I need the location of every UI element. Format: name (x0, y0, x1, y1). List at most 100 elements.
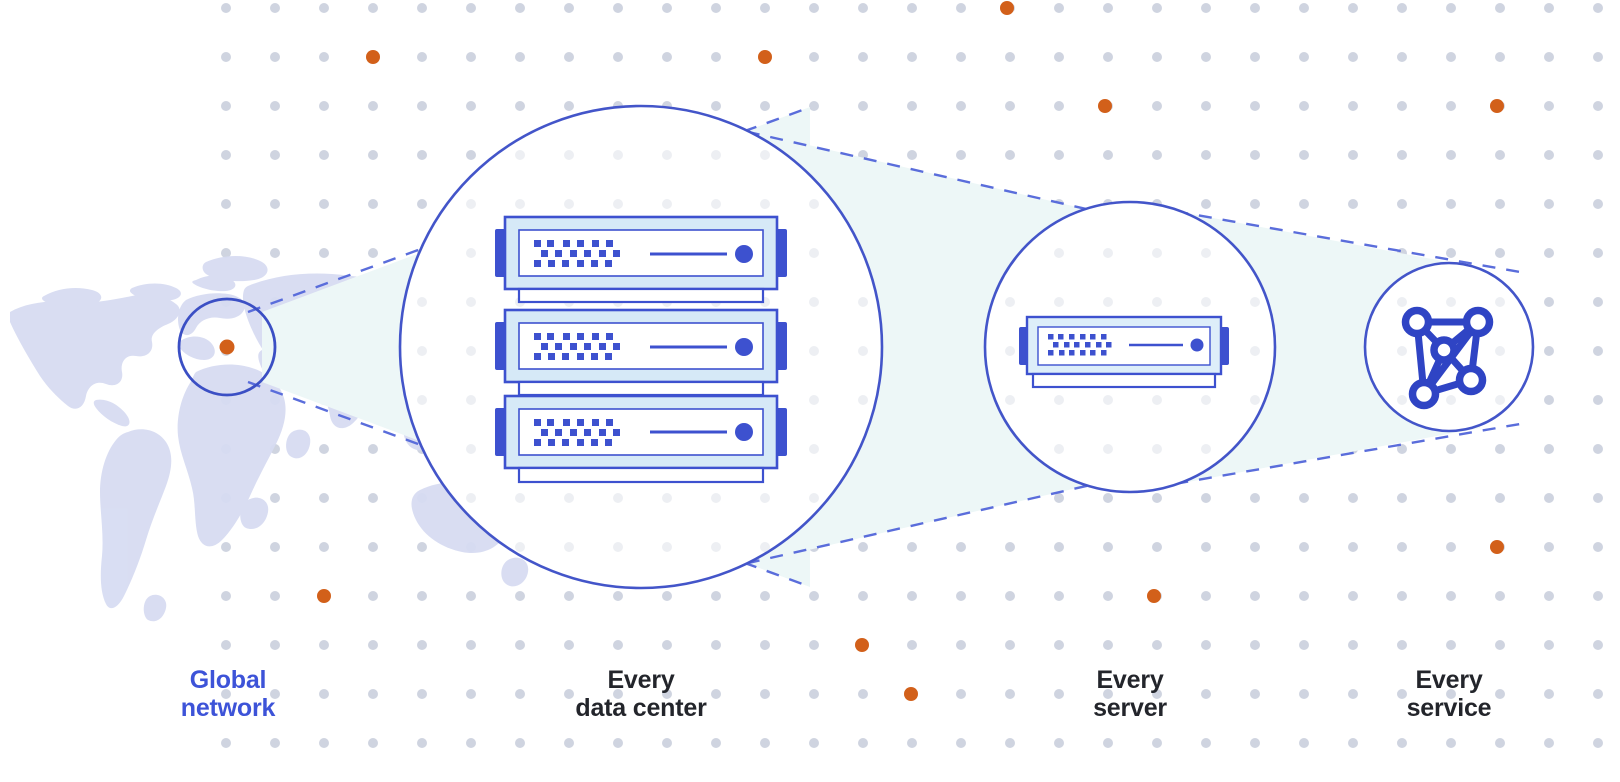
grid-dot (270, 493, 280, 503)
grid-dot (466, 248, 476, 258)
grid-dot (858, 738, 868, 748)
grid-dot (858, 689, 868, 699)
circle-global-network (177, 297, 277, 397)
grid-dot (1250, 101, 1260, 111)
grid-dot (1544, 101, 1554, 111)
grid-dot (1250, 346, 1260, 356)
grid-dot (1397, 297, 1407, 307)
grid-dot (270, 101, 280, 111)
grid-dot (711, 591, 721, 601)
grid-dot (1103, 395, 1113, 405)
grid-dot (319, 738, 329, 748)
grid-dot (1299, 3, 1309, 13)
grid-dot (662, 689, 672, 699)
grid-dot (368, 150, 378, 160)
grid-dot (417, 346, 427, 356)
grid-dot (1446, 542, 1456, 552)
grid-dot (368, 640, 378, 650)
grid-dot (1201, 199, 1211, 209)
grid-dot (613, 3, 623, 13)
grid-dot (956, 3, 966, 13)
grid-dot (1544, 591, 1554, 601)
label-every-service: Every service (1406, 666, 1492, 722)
grid-dot (711, 493, 721, 503)
grid-dot (662, 640, 672, 650)
grid-dot (809, 493, 819, 503)
grid-dot (1103, 150, 1113, 160)
orange-accent-dot (855, 638, 869, 652)
grid-dot (1201, 395, 1211, 405)
grid-dot (1054, 297, 1064, 307)
grid-dot (1495, 640, 1505, 650)
grid-dot (1593, 444, 1603, 454)
led-matrix-single (1048, 334, 1112, 356)
grid-dot (1495, 738, 1505, 748)
grid-dot (564, 640, 574, 650)
grid-dot (1446, 150, 1456, 160)
grid-dot (809, 101, 819, 111)
grid-dot (1593, 52, 1603, 62)
grid-dot (760, 3, 770, 13)
single-server-icon (1019, 315, 1229, 389)
cone3-dashed-line-top (1127, 201, 1521, 274)
grid-dot (515, 150, 525, 160)
grid-dot (1201, 542, 1211, 552)
grid-dot (368, 248, 378, 258)
grid-dot (564, 591, 574, 601)
grid-dot (466, 199, 476, 209)
grid-dot (1348, 689, 1358, 699)
grid-dot (1397, 542, 1407, 552)
grid-dot (1397, 591, 1407, 601)
grid-dot (956, 542, 966, 552)
orange-accent-dot (1098, 99, 1112, 113)
grid-dot (1495, 689, 1505, 699)
grid-dot (1005, 689, 1015, 699)
grid-dot (809, 346, 819, 356)
grid-dot (1005, 542, 1015, 552)
grid-dot (417, 591, 427, 601)
grid-dot (809, 591, 819, 601)
grid-dot (1495, 591, 1505, 601)
grid-dot (1348, 3, 1358, 13)
grid-dot (1054, 493, 1064, 503)
grid-dot (1544, 738, 1554, 748)
grid-dot (1250, 689, 1260, 699)
grid-dot (1103, 689, 1113, 699)
grid-dot (809, 444, 819, 454)
grid-dot (515, 738, 525, 748)
grid-dot (1103, 591, 1113, 601)
grid-dot (809, 640, 819, 650)
grid-dot (270, 542, 280, 552)
grid-dot (1348, 101, 1358, 111)
grid-dot (711, 689, 721, 699)
grid-dot (1103, 738, 1113, 748)
grid-dot (613, 542, 623, 552)
grid-dot (1593, 248, 1603, 258)
grid-dot (417, 738, 427, 748)
grid-dot (1446, 248, 1456, 258)
grid-dot (417, 640, 427, 650)
grid-dot (1054, 248, 1064, 258)
grid-dot (1250, 3, 1260, 13)
grid-dot (858, 395, 868, 405)
grid-dot (1544, 248, 1554, 258)
grid-dot (1397, 444, 1407, 454)
grid-dot (711, 101, 721, 111)
grid-dot (1054, 3, 1064, 13)
grid-dot (1495, 248, 1505, 258)
grid-dot (1005, 346, 1015, 356)
grid-dot (1152, 52, 1162, 62)
grid-dot (1152, 542, 1162, 552)
grid-dot (907, 738, 917, 748)
grid-dot (1250, 738, 1260, 748)
grid-dot (515, 52, 525, 62)
orange-accent-dots (317, 1, 1504, 701)
grid-dot (1005, 738, 1015, 748)
grid-dot (1201, 689, 1211, 699)
graph-node-center (1430, 336, 1458, 364)
grid-dot (221, 689, 231, 699)
grid-dot (1054, 52, 1064, 62)
grid-dot (1005, 297, 1015, 307)
grid-dot (907, 3, 917, 13)
